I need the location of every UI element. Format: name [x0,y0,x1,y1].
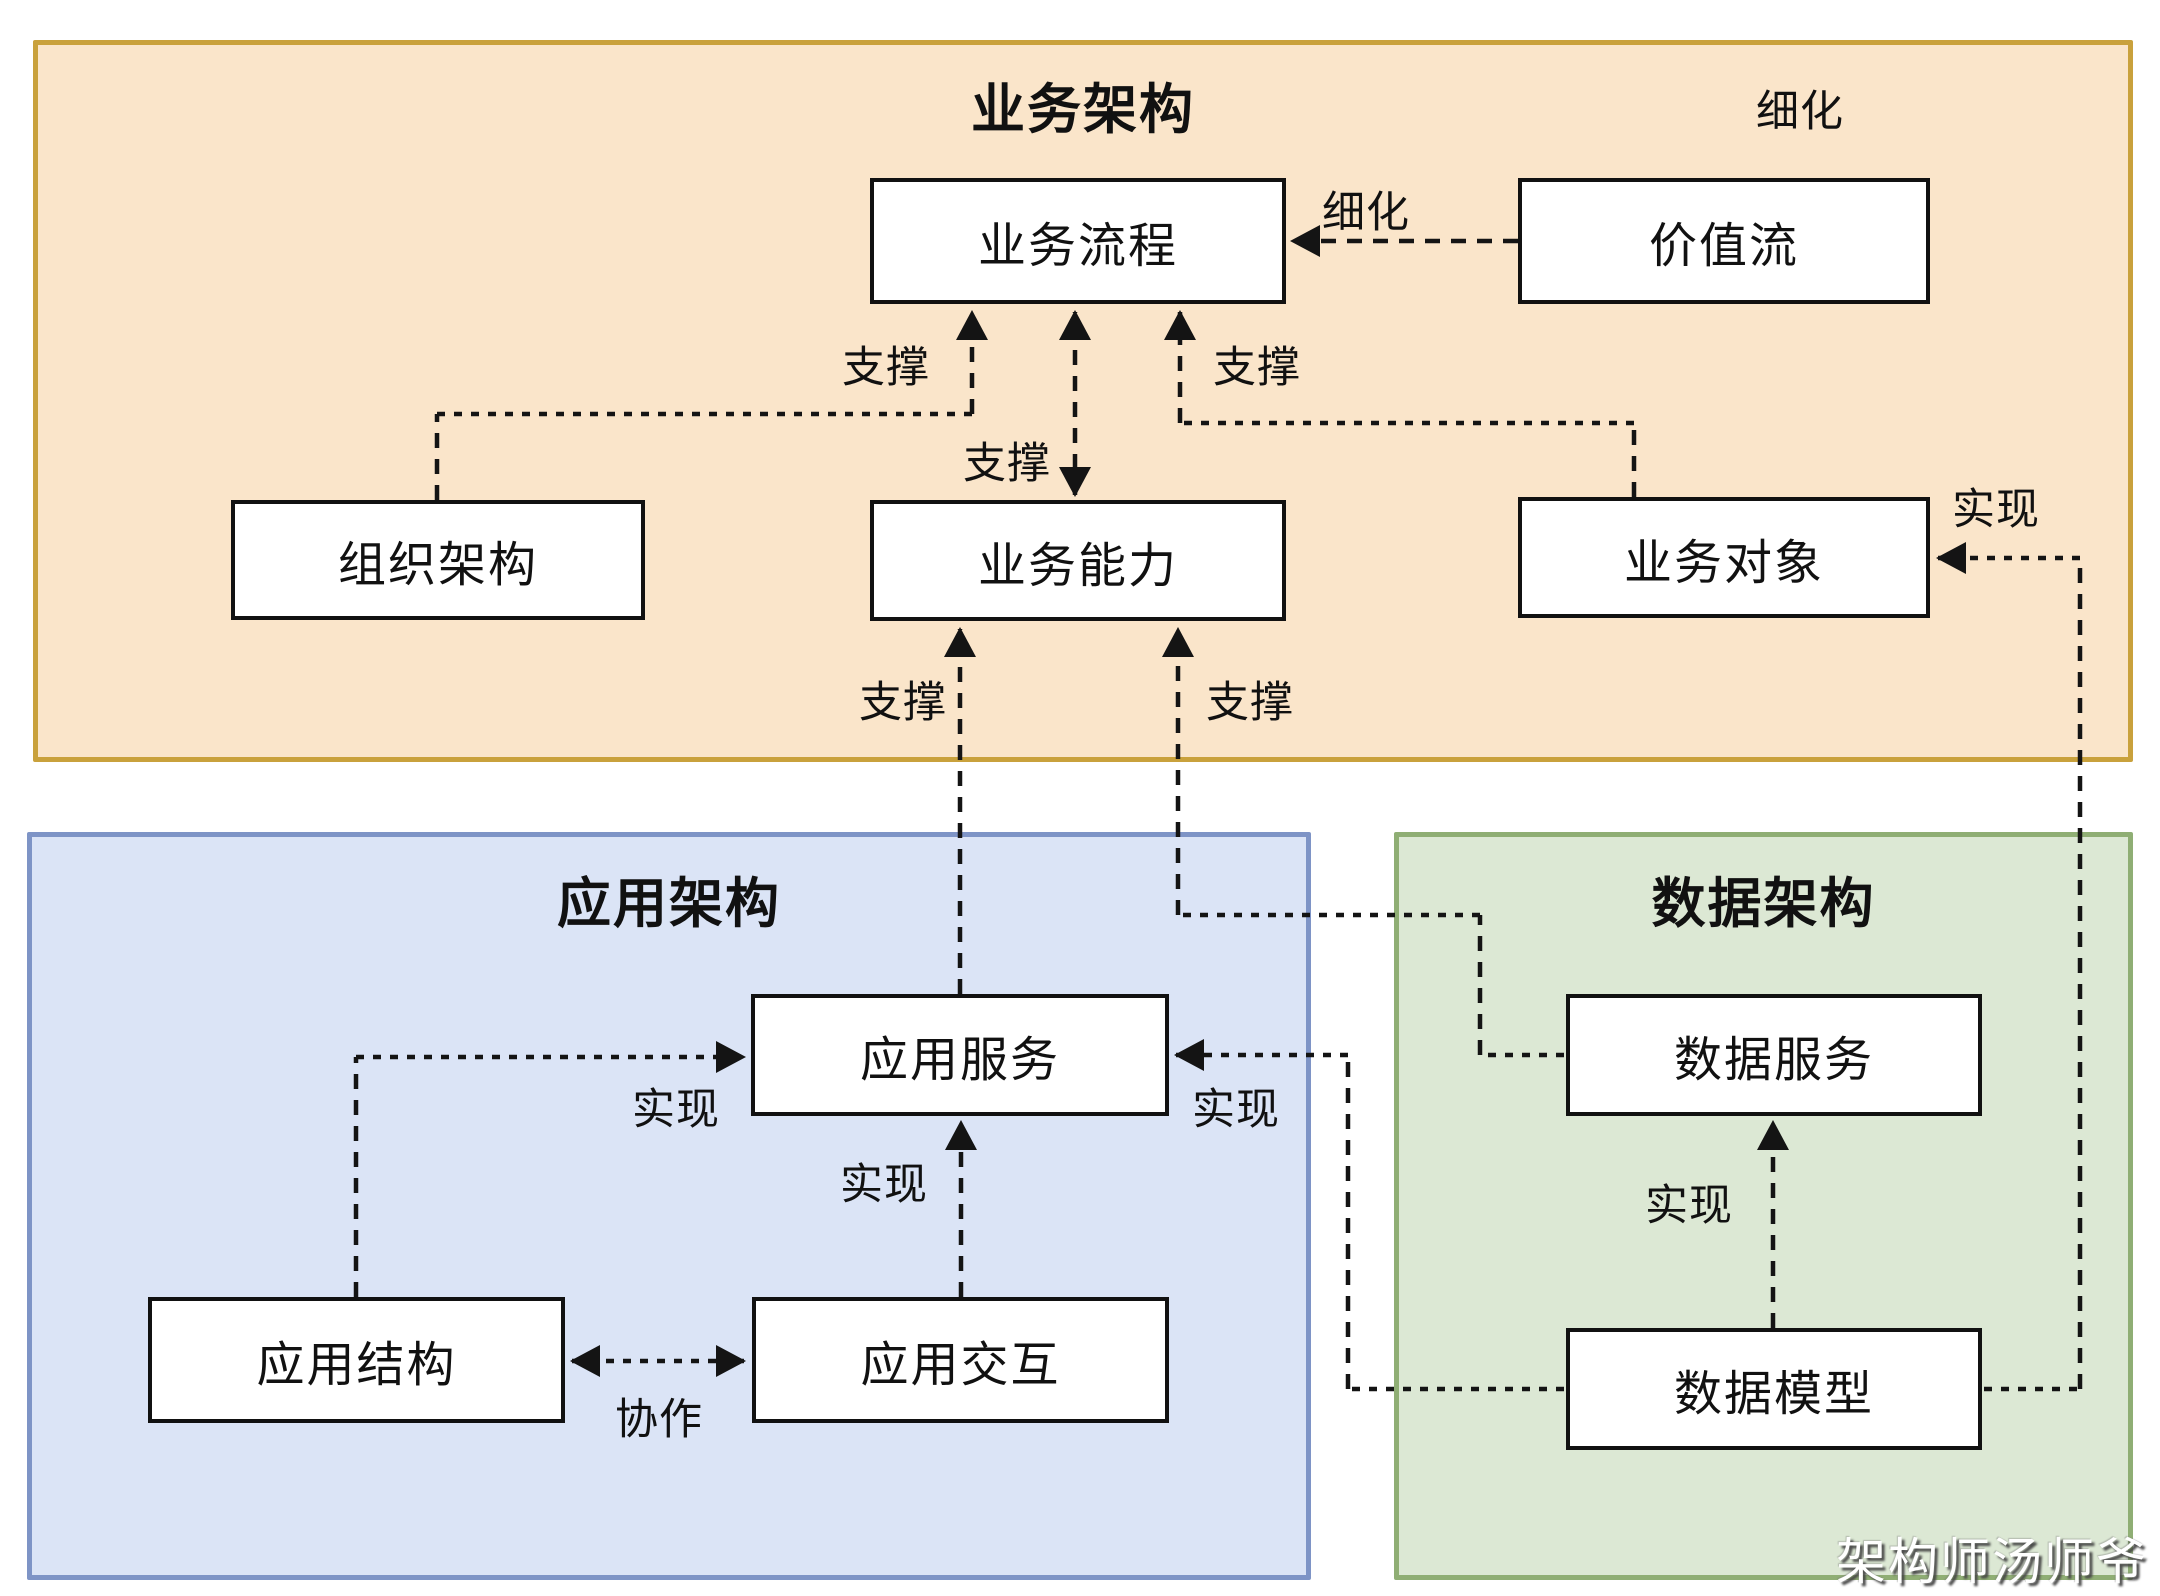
edge-label-support-app-service: 支撑 [859,679,947,727]
edge-label-support-object: 支撑 [1213,344,1301,392]
node-value-stream: 价值流 [1518,178,1930,304]
edge-label-refine: 细化 [1322,189,1410,237]
edge-label-support-org: 支撑 [842,344,930,392]
node-data-model: 数据模型 [1566,1328,1982,1450]
node-app-service: 应用服务 [751,994,1169,1116]
section-title-application: 应用架构 [557,874,781,934]
edge-label-realize-data-model-data: 实现 [1645,1182,1733,1230]
section-business-architecture: 业务架构 [33,40,2133,762]
edge-label-support-data-service: 支撑 [1206,679,1294,727]
node-org-structure: 组织架构 [231,500,645,620]
edge-label-collaborate: 协作 [615,1396,703,1444]
edge-label-realize-business-object: 实现 [1952,486,2040,534]
edge-label-realize-data-model-app: 实现 [1192,1086,1280,1134]
watermark-text: 架构师汤师爷 [1836,1534,2148,1590]
edge-label-support-capability: 支撑 [963,440,1051,488]
edge-label-realize-app-interaction: 实现 [840,1161,928,1209]
node-business-process: 业务流程 [870,178,1286,304]
edge-label-refine-top: 细化 [1756,88,1844,136]
node-app-structure: 应用结构 [148,1297,565,1423]
section-title-business: 业务架构 [971,80,1195,140]
edge-label-realize-app-structure: 实现 [632,1086,720,1134]
section-data-architecture: 数据架构 [1394,832,2133,1580]
node-app-interaction: 应用交互 [752,1297,1169,1423]
node-data-service: 数据服务 [1566,994,1982,1116]
section-title-data: 数据架构 [1651,874,1876,934]
section-application-architecture: 应用架构 [27,832,1311,1580]
node-business-capability: 业务能力 [870,500,1286,621]
node-business-object: 业务对象 [1518,497,1930,618]
